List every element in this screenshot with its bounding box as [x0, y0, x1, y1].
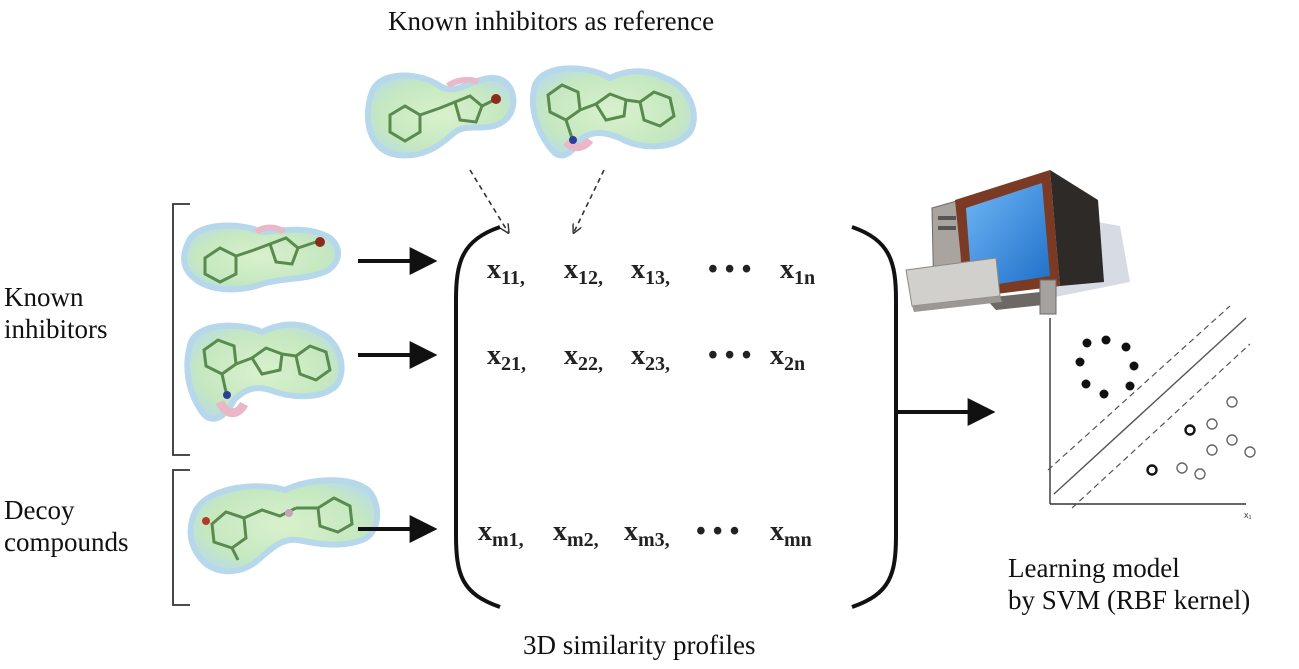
svm-plot: x₁ — [1047, 305, 1256, 520]
matrix-cell: xm1, — [478, 516, 524, 551]
matrix-cell: x13, — [631, 254, 670, 289]
matrix-cell: xmn — [770, 516, 812, 551]
matrix-ellipsis: • • • — [708, 254, 752, 285]
matrix-right-paren — [851, 225, 898, 609]
matrix-left-paren — [454, 225, 501, 609]
reference-molecule-1 — [364, 72, 517, 159]
matrix-cell: x11, — [487, 254, 525, 289]
matrix-cell: xm3, — [624, 516, 670, 551]
known-inhibitor-molecule-1 — [181, 222, 342, 293]
computer-illustration — [905, 170, 1130, 315]
matrix-cell: x21, — [487, 340, 526, 375]
decoy-label-line1: Decoy — [4, 495, 75, 525]
matrix-cell: x1n — [780, 254, 816, 289]
decoy-label-line2: compounds — [4, 526, 129, 557]
decoy-compounds-label: Decoy compounds — [4, 495, 129, 559]
matrix-row-1: x11, x12, x13, • • • x1n — [487, 254, 815, 290]
decoy-molecule — [187, 477, 381, 575]
reference-arrow-1 — [469, 169, 508, 232]
matrix-cell: xm2, — [553, 516, 599, 551]
matrix-ellipsis: • • • — [696, 516, 740, 547]
matrix-ellipsis: • • • — [708, 340, 752, 371]
known-inhibitor-molecule-2 — [184, 321, 345, 422]
model-label-line1: Learning model — [1008, 553, 1180, 583]
matrix-caption: 3D similarity profiles — [523, 630, 756, 660]
known-inhibitors-label-line1: Known — [4, 282, 84, 312]
matrix-cell: x2n — [770, 340, 806, 375]
matrix-cell: x23, — [631, 340, 670, 375]
matrix-row-2: x21, x22, x23, • • • x2n — [487, 340, 805, 376]
reference-title: Known inhibitors as reference — [388, 6, 715, 36]
decoy-bracket — [172, 469, 190, 606]
matrix-row-m: xm1, xm2, xm3, • • • xmn — [478, 516, 812, 552]
matrix-cell: x12, — [564, 254, 603, 289]
reference-arrow-2 — [574, 169, 605, 232]
svg-text:x₁: x₁ — [1244, 510, 1252, 520]
known-inhibitors-label: Known inhibitors — [4, 282, 108, 346]
matrix-cell: x22, — [564, 340, 603, 375]
reference-molecule-2 — [529, 65, 697, 159]
known-inhibitors-label-line2: inhibitors — [4, 313, 108, 344]
model-label: Learning model by SVM (RBF kernel) — [1008, 553, 1250, 617]
model-label-line2: by SVM (RBF kernel) — [1008, 584, 1251, 615]
known-inhibitors-bracket — [172, 203, 190, 456]
